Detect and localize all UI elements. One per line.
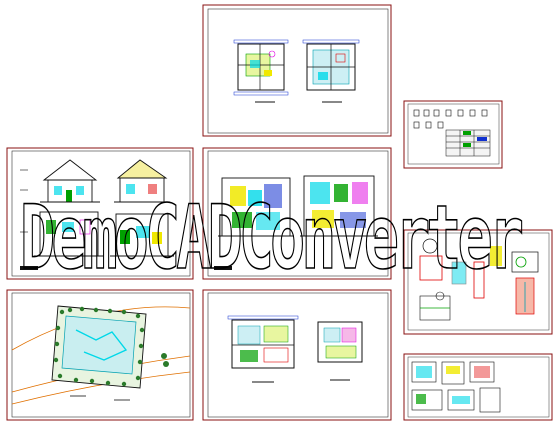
watermark-text: DemoCADConverter [20, 186, 522, 289]
detail-drawings-right [419, 238, 539, 321]
elevation-drawings-left [20, 159, 174, 270]
site-plan-drawing [11, 305, 191, 405]
sheet-misc-details[interactable] [403, 353, 553, 421]
legend-table-grid [445, 129, 491, 157]
sheet-site-plan[interactable] [6, 289, 194, 421]
detail-drawings-misc [411, 361, 501, 413]
sheet-details-right[interactable] [403, 229, 553, 335]
floor-plan-c [227, 315, 299, 383]
floor-plan-a [233, 39, 289, 103]
elevation-drawings-center [214, 175, 378, 270]
sheet-elevations-left[interactable] [6, 147, 194, 280]
sheet-legend-table[interactable] [403, 100, 503, 169]
legend-icons [413, 109, 488, 129]
floor-plan-d [317, 321, 363, 381]
sheet-upper-floor-plans[interactable] [202, 4, 392, 137]
sheet-elevations-center[interactable] [202, 147, 392, 280]
floor-plan-b [302, 39, 360, 103]
sheet-ground-floor-plans[interactable] [202, 289, 392, 421]
